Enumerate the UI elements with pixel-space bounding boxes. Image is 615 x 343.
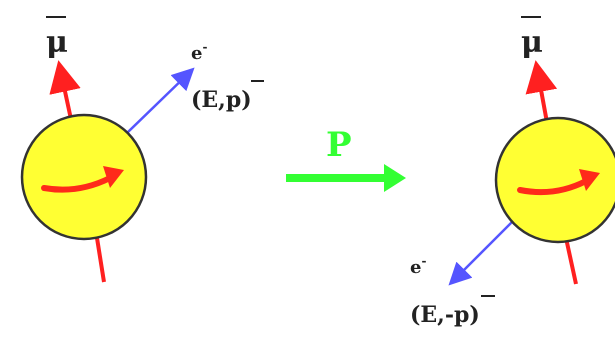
left-spin-label: μ	[46, 25, 68, 60]
right-electron-label: e-	[410, 254, 426, 278]
left-electron-label: e-	[191, 40, 207, 64]
parity-label: P	[326, 125, 352, 165]
parity-transformation: P	[286, 125, 406, 192]
right-state: μ e- (E,-p)	[410, 16, 615, 328]
right-electron-arrow	[448, 221, 513, 286]
left-state: μ e- (E,p)	[20, 16, 264, 283]
right-rotation-arrowhead	[579, 169, 600, 191]
left-electron-arrow	[127, 67, 195, 133]
parity-arrowhead	[384, 164, 406, 192]
right-nucleus	[494, 116, 615, 244]
right-kinematics-label: (E,-p)	[410, 302, 480, 328]
left-rotation-arrowhead	[103, 166, 124, 188]
left-nucleus	[20, 113, 148, 241]
left-spin-tail	[95, 237, 106, 283]
left-kinematics-label: (E,p)	[191, 87, 252, 113]
right-spin-label: μ	[521, 25, 543, 60]
right-rotation-arrow	[517, 178, 589, 196]
left-rotation-arrow	[41, 175, 113, 193]
right-spin-tail	[564, 237, 578, 285]
left-spin-arrow	[49, 60, 81, 125]
